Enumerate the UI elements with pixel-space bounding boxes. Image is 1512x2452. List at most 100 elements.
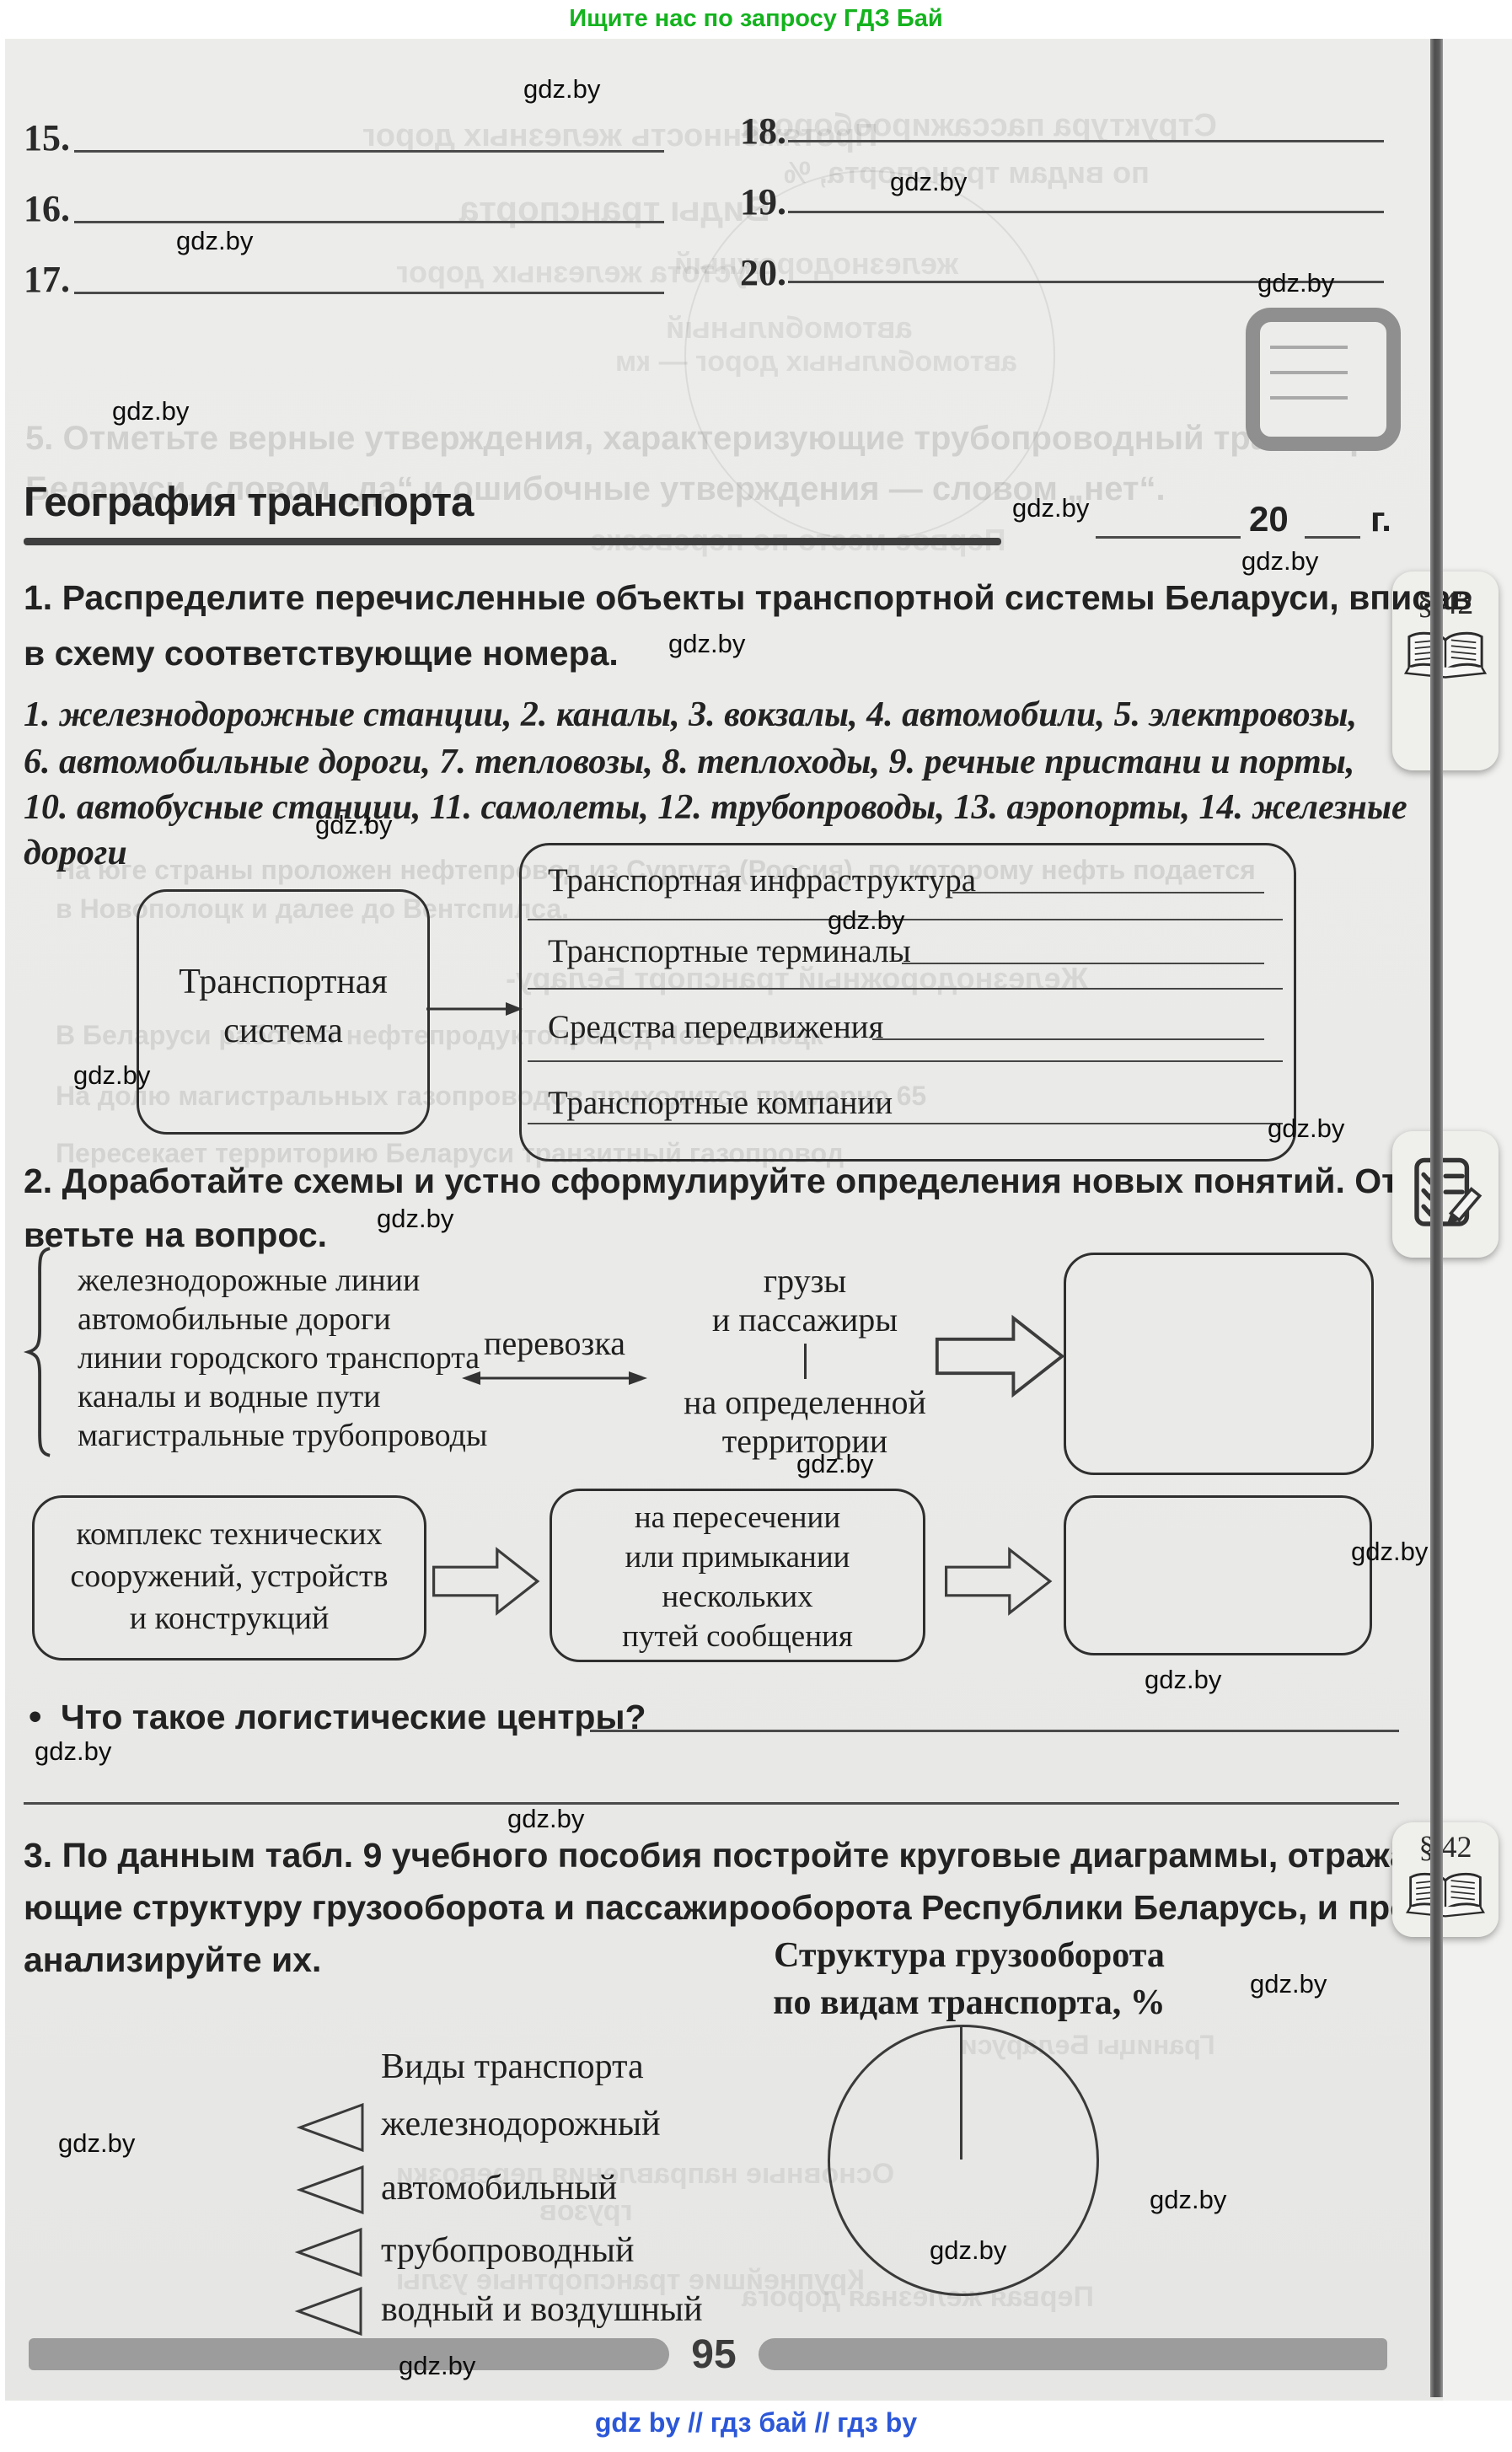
paragraph-ref: § 42 bbox=[1417, 586, 1474, 621]
brace-item-rail-lines: железнодорожные линии bbox=[78, 1263, 421, 1298]
gdz-watermark: gdz.by bbox=[1351, 1537, 1429, 1566]
intersection-line1: на пересечении bbox=[634, 1500, 841, 1535]
brace-item-auto-roads: автомобильные дороги bbox=[78, 1301, 391, 1337]
gdz-watermark: gdz.by bbox=[668, 629, 746, 658]
gdz-watermark: gdz.by bbox=[399, 2351, 476, 2380]
task1-text-line2: в схему соответствующие номера. bbox=[24, 634, 619, 673]
scheme1-row2-short-line bbox=[902, 963, 1264, 964]
block-arrow-right-3 bbox=[945, 1547, 1053, 1616]
blank-number-20: 20. bbox=[740, 252, 786, 293]
brace-item-pipelines: магистральные трубопроводы bbox=[78, 1418, 488, 1453]
date-year-prefix: 20 bbox=[1249, 499, 1289, 539]
chart-title-line1: Структура грузооборота bbox=[774, 1936, 1165, 1975]
date-line-1 bbox=[1096, 536, 1241, 539]
task1-list-line3: 10. автобусные станции, 11. самолеты, 12… bbox=[24, 788, 1407, 827]
bleedthrough-text: В Беларуси работает нефтепродуктопровод … bbox=[56, 1020, 858, 1050]
middle-passengers: и пассажиры bbox=[711, 1301, 898, 1339]
scheme1-source-line1: Транспортная bbox=[179, 963, 388, 1001]
gdz-watermark: gdz.by bbox=[1150, 2185, 1227, 2214]
task3-text-line1: 3. По данным табл. 9 учебного пособия по… bbox=[24, 1836, 1421, 1875]
complex-line1: комплекс технических bbox=[76, 1516, 383, 1552]
relation-label: перевозка bbox=[484, 1324, 625, 1362]
blank-number-16: 16. bbox=[24, 188, 70, 229]
gdz-watermark: gdz.by bbox=[1145, 1665, 1222, 1694]
task1-list-line2: 6. автомобильные дороги, 7. тепловозы, 8… bbox=[24, 743, 1355, 781]
middle-connector-line bbox=[804, 1344, 807, 1379]
bleedthrough-text: На долю магистральных газопроводов прихо… bbox=[56, 1081, 927, 1111]
gdz-watermark: gdz.by bbox=[1257, 268, 1335, 298]
gdz-watermark: gdz.by bbox=[377, 1204, 454, 1233]
scheme1-row-infrastructure: Транспортная инфраструктура bbox=[548, 862, 977, 899]
intersection-box: на пересечении или примыкании нескольких… bbox=[550, 1489, 925, 1662]
scheme1-row1-answer-line bbox=[528, 919, 1283, 920]
gdz-watermark: gdz.by bbox=[1250, 1969, 1327, 1999]
brace-item-canals: каналы и водные пути bbox=[78, 1379, 381, 1414]
legend-item-rail: железнодорожный bbox=[381, 2105, 661, 2143]
gdz-watermark: gdz.by bbox=[1268, 1113, 1345, 1143]
scheme1-row3-short-line bbox=[872, 1038, 1264, 1040]
intersection-line3: нескольких bbox=[662, 1580, 813, 1614]
scheme1-source-line2: система bbox=[223, 1011, 343, 1050]
page-title: География транспорта bbox=[24, 480, 474, 525]
task1-text-line1: 1. Распределите перечисленные объекты тр… bbox=[24, 578, 1472, 617]
page-edge-band bbox=[1430, 39, 1443, 2397]
pie-chart-radius-line bbox=[960, 2027, 962, 2160]
footer-links: gdz by // гдз бай // гдз by bbox=[594, 2407, 918, 2438]
answer-box-transport-hub bbox=[1064, 1495, 1372, 1655]
scheme1-row3-answer-line bbox=[528, 1060, 1283, 1062]
bleedthrough-text: На юге страны проложен нефтепровод из Су… bbox=[56, 855, 1256, 885]
blank-number-19: 19. bbox=[740, 181, 786, 223]
question-answer-line2 bbox=[24, 1802, 1399, 1805]
left-brace bbox=[23, 1247, 51, 1457]
legend-title: Виды транспорта bbox=[381, 2047, 644, 2086]
legend-item-water-air: водный и воздушный bbox=[381, 2290, 703, 2329]
chart-title-line2: по видам транспорта, % bbox=[773, 1983, 1166, 2022]
legend-item-auto: автомобильный bbox=[381, 2169, 618, 2208]
scheme1-row-companies: Транспортные компании bbox=[548, 1085, 893, 1121]
gdz-watermark: gdz.by bbox=[176, 226, 254, 255]
open-book-icon bbox=[1404, 631, 1487, 679]
answer-line-18 bbox=[788, 140, 1384, 142]
gdz-watermark: gdz.by bbox=[73, 1060, 151, 1090]
gdz-watermark: gdz.by bbox=[507, 1804, 585, 1833]
scheme1-connector-arrow bbox=[426, 1002, 523, 1016]
block-arrow-right-1 bbox=[935, 1314, 1065, 1398]
complex-box: комплекс технических сооружений, устройс… bbox=[32, 1495, 426, 1661]
page-bar-right bbox=[759, 2338, 1387, 2370]
intersection-line2: или примыкании bbox=[625, 1540, 850, 1575]
scheme1-row4-answer-line bbox=[528, 1123, 1283, 1124]
answer-line-19 bbox=[788, 211, 1384, 213]
task2-text-line2: ветьте на вопрос. bbox=[24, 1215, 328, 1254]
gdz-watermark: gdz.by bbox=[1241, 546, 1319, 576]
intersection-line4: путей сообщения bbox=[622, 1619, 853, 1654]
complex-line3: и конструкций bbox=[129, 1601, 330, 1636]
gdz-watermark: gdz.by bbox=[796, 1449, 874, 1478]
middle-territory2: территории bbox=[721, 1422, 888, 1460]
margin-tab-paragraph-42-top: § 42 bbox=[1392, 571, 1499, 770]
gdz-watermark: gdz.by bbox=[828, 905, 905, 935]
scheme1-row-vehicles: Средства передвижения bbox=[548, 1009, 884, 1045]
scheme1-row-terminals: Транспортные терминалы bbox=[548, 933, 911, 969]
legend-arrow-icon-3 bbox=[294, 2227, 362, 2278]
task2-text-line1: 2. Доработайте схемы и устно сформулируй… bbox=[24, 1162, 1410, 1200]
double-arrow bbox=[462, 1371, 647, 1385]
margin-tab-paragraph-42-bottom: § 42 bbox=[1392, 1822, 1499, 1937]
open-book-icon-2 bbox=[1406, 1872, 1485, 1918]
legend-arrow-icon-2 bbox=[296, 2165, 364, 2215]
question-answer-line1 bbox=[590, 1730, 1399, 1732]
gdz-watermark: gdz.by bbox=[112, 396, 190, 426]
scheme1-row1-short-line bbox=[952, 892, 1264, 893]
task1-list-line1: 1. железнодорожные станции, 2. каналы, 3… bbox=[24, 695, 1358, 734]
legend-arrow-icon-4 bbox=[294, 2286, 362, 2337]
answer-line-15 bbox=[74, 150, 664, 153]
blank-number-17: 17. bbox=[24, 259, 70, 300]
middle-cargo: грузы bbox=[763, 1262, 847, 1300]
gdz-watermark: gdz.by bbox=[1012, 493, 1090, 523]
gdz-watermark: gdz.by bbox=[930, 2235, 1007, 2265]
block-arrow-right-2 bbox=[432, 1547, 540, 1616]
gdz-watermark: gdz.by bbox=[35, 1736, 112, 1766]
brace-item-city-lines: линии городского транспорта bbox=[78, 1340, 480, 1376]
answer-box-transport-routes bbox=[1064, 1253, 1374, 1475]
blank-number-18: 18. bbox=[740, 110, 786, 152]
